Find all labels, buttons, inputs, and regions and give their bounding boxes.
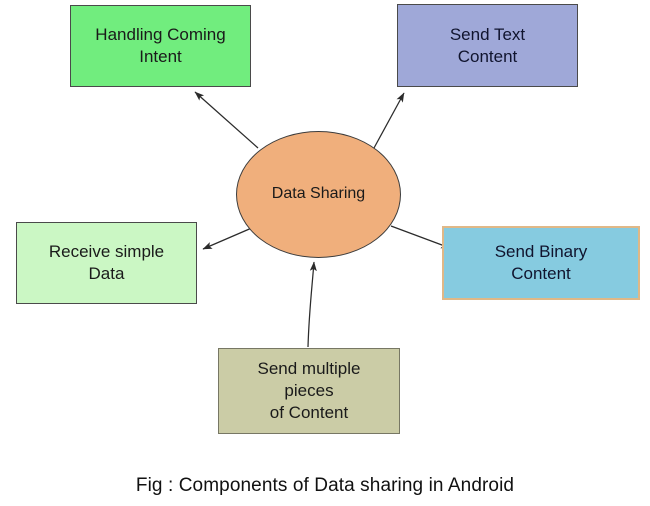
node-label: Send Text Content [449, 24, 526, 66]
node-send-multiple-pieces-of-content[interactable]: Send multiple pieces of Content [218, 348, 400, 434]
edge-data-sharing-to-handling-intent [194, 91, 259, 149]
node-handling-coming-intent[interactable]: Handling Coming Intent [70, 5, 251, 87]
edge-data-sharing-to-send-text [373, 92, 405, 149]
node-data-sharing-center[interactable]: Data Sharing [236, 131, 401, 258]
node-label: Send multiple pieces of Content [257, 359, 361, 422]
node-send-text-content[interactable]: Send Text Content [397, 4, 578, 87]
figure-caption: Fig : Components of Data sharing in Andr… [135, 475, 515, 496]
node-label: Receive simple Data [48, 242, 165, 283]
edge-data-sharing-to-receive-simple [202, 226, 255, 250]
edge-data-sharing-to-send-binary [390, 225, 451, 249]
node-label: Handling Coming Intent [95, 25, 226, 66]
node-label: Data Sharing [271, 185, 366, 203]
edge-send-multiple-to-data-sharing [307, 261, 317, 348]
node-receive-simple-data[interactable]: Receive simple Data [16, 222, 197, 304]
node-send-binary-content[interactable]: Send Binary Content [442, 226, 640, 300]
node-label: Send Binary Content [494, 242, 588, 283]
